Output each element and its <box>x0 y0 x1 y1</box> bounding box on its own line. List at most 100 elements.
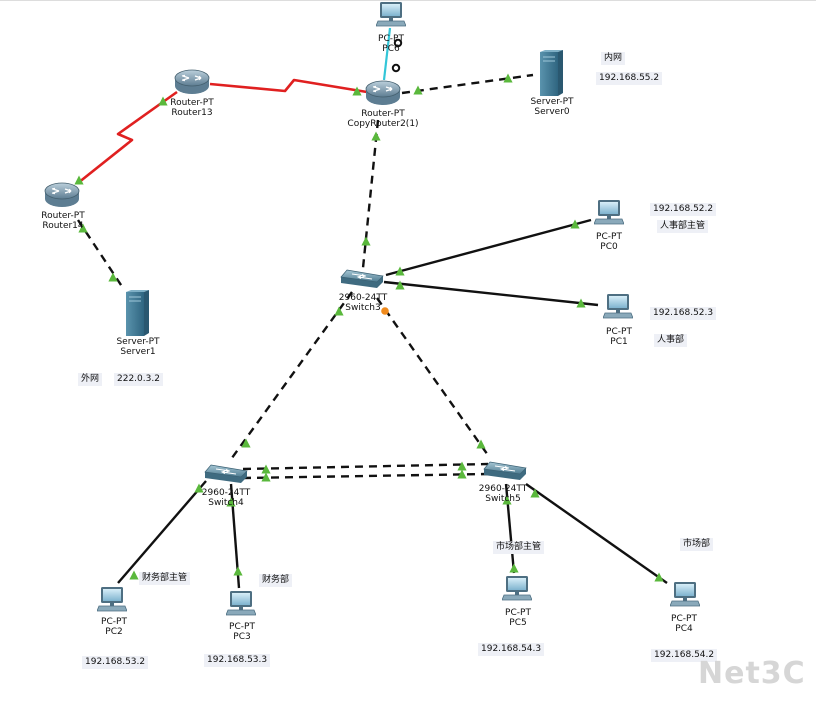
pc3-pc-icon[interactable] <box>226 590 256 616</box>
note-pc2-ip: 192.168.53.2 <box>82 656 149 669</box>
link-router2-server0[interactable] <box>401 73 534 95</box>
note-internet-ip: 222.0.3.2 <box>114 373 163 386</box>
pc6-type: PC-PT <box>378 34 404 44</box>
pc3-type: PC-PT <box>229 622 255 632</box>
note-finance-dept: 财务部 <box>259 574 293 587</box>
link-switch3-switch5[interactable] <box>376 297 491 459</box>
switch3-name: Switch3 <box>345 303 381 313</box>
link-router13-router14[interactable] <box>77 90 178 185</box>
console-connector-0 <box>393 38 403 48</box>
link-switch5-pc4[interactable] <box>525 483 668 584</box>
pc4-type: PC-PT <box>671 614 697 624</box>
link-blocking-marker <box>381 307 389 315</box>
watermark-logo: Net3C <box>698 656 806 691</box>
link-up-marker <box>233 566 243 576</box>
note-hr-manager: 人事部主管 <box>657 220 709 233</box>
pc2-pc-icon[interactable] <box>97 586 127 612</box>
switch5-switch-icon[interactable] <box>483 461 527 481</box>
pc2-name: PC2 <box>105 627 123 637</box>
note-pc5-ip: 192.168.54.3 <box>478 643 545 656</box>
switch4-switch-icon[interactable] <box>204 464 248 484</box>
link-switch3-switch4[interactable] <box>228 291 353 463</box>
router2-type: Router-PT <box>361 109 405 119</box>
link-up-marker <box>108 272 118 282</box>
router13-router-icon[interactable] <box>174 69 210 95</box>
link-switch4-switch5-b[interactable] <box>242 472 489 480</box>
server1-server-icon[interactable] <box>125 289 150 337</box>
link-router2-switch3[interactable] <box>361 119 380 269</box>
top-border <box>0 0 816 1</box>
note-pc0-ip: 192.168.52.2 <box>650 203 717 216</box>
note-finance-manager: 财务部主管 <box>139 572 191 585</box>
links-layer <box>76 27 668 589</box>
link-up-marker <box>129 570 139 580</box>
link-up-marker <box>457 461 467 471</box>
link-markers-layer <box>74 73 664 582</box>
router13-type: Router-PT <box>170 98 214 108</box>
switch3-type: 2960-24TT <box>338 293 388 303</box>
pc5-pc-icon[interactable] <box>502 575 532 601</box>
pc2-type: PC-PT <box>101 617 127 627</box>
switch4-name: Switch4 <box>208 498 244 508</box>
pc1-name: PC1 <box>610 337 628 347</box>
note-internet: 外网 <box>78 373 103 386</box>
router14-type: Router-PT <box>41 211 85 221</box>
server1-name: Server1 <box>120 347 156 357</box>
pc4-pc-icon[interactable] <box>670 581 700 607</box>
link-switch4-pc2[interactable] <box>117 480 207 584</box>
link-router13-router2[interactable] <box>209 78 368 94</box>
note-pc4-ip: 192.168.54.2 <box>651 649 718 662</box>
router14-name: Router14 <box>42 221 84 231</box>
note-pc1-ip: 192.168.52.3 <box>650 307 717 320</box>
pc0-type: PC-PT <box>596 232 622 242</box>
switch3-switch-icon[interactable] <box>340 269 384 289</box>
note-marketing-dept: 市场部 <box>680 538 714 551</box>
link-up-marker <box>509 563 519 573</box>
switch5-name: Switch5 <box>485 494 521 504</box>
pc3-name: PC3 <box>233 632 251 642</box>
note-intranet: 内网 <box>601 52 626 65</box>
pc5-type: PC-PT <box>505 608 531 618</box>
link-up-marker <box>361 236 371 246</box>
router13-name: Router13 <box>171 108 213 118</box>
pc6-pc-icon[interactable] <box>376 1 406 27</box>
link-switch3-pc1[interactable] <box>383 280 599 307</box>
pc1-pc-icon[interactable] <box>603 293 633 319</box>
link-up-marker <box>371 131 381 141</box>
note-marketing-manager: 市场部主管 <box>493 541 545 554</box>
switch4-type: 2960-24TT <box>201 488 251 498</box>
pc4-name: PC4 <box>675 624 693 634</box>
pc0-name: PC0 <box>600 242 618 252</box>
pc5-name: PC5 <box>509 618 527 628</box>
server1-type: Server-PT <box>116 337 160 347</box>
pc0-pc-icon[interactable] <box>594 199 624 225</box>
switch5-type: 2960-24TT <box>478 484 528 494</box>
pc1-type: PC-PT <box>606 327 632 337</box>
console-connector-1 <box>391 63 401 73</box>
link-router2-pc6[interactable] <box>382 27 392 81</box>
router14-router-icon[interactable] <box>44 182 80 208</box>
pc6-name: PC6 <box>382 44 400 54</box>
router2-router-icon[interactable] <box>365 80 401 106</box>
server0-server-icon[interactable] <box>539 49 564 97</box>
note-intranet-ip: 192.168.55.2 <box>596 72 663 85</box>
server0-name: Server0 <box>534 107 570 117</box>
server0-type: Server-PT <box>530 97 574 107</box>
link-switch3-pc0[interactable] <box>385 218 592 277</box>
note-hr-dept: 人事部 <box>654 334 688 347</box>
link-switch4-switch5-a[interactable] <box>242 462 489 471</box>
